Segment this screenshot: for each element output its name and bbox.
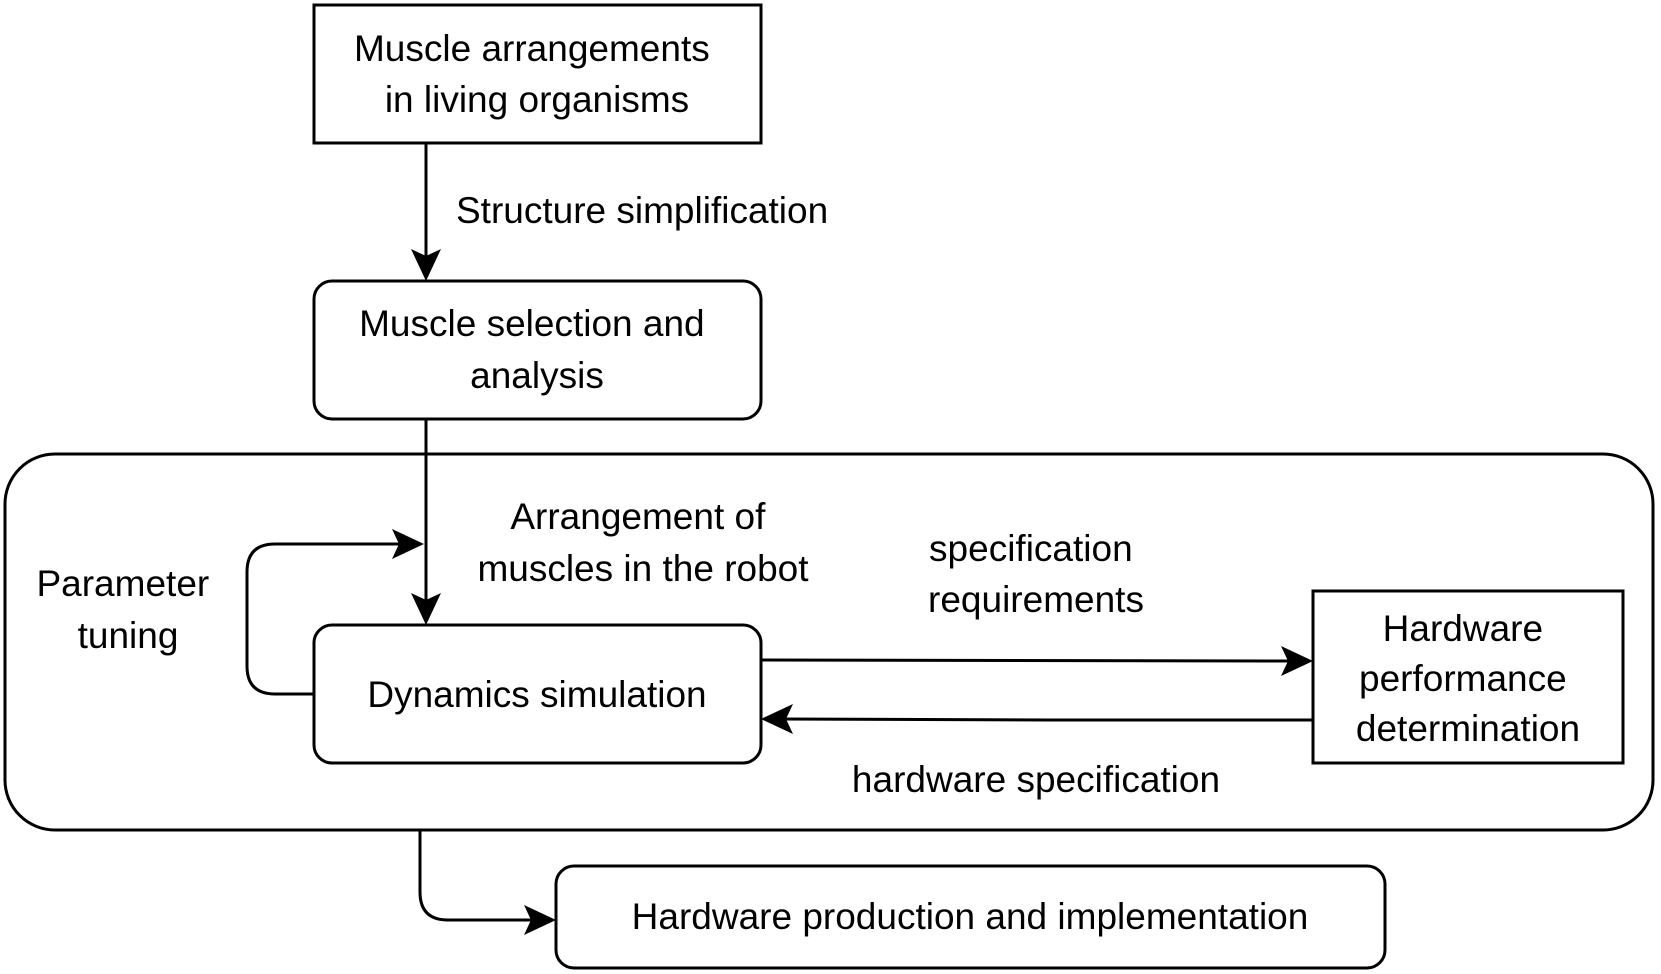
node-hardware-production: Hardware production and implementation xyxy=(554,864,1387,970)
node-dynamics-simulation-box xyxy=(312,623,763,765)
edge-hardware-specification-arrowhead xyxy=(761,704,793,734)
edge-specification-requirements-line xyxy=(760,658,1295,663)
edge-to-hardware-production xyxy=(418,830,556,935)
node-hardware-production-label: Hardware production and implementation xyxy=(632,896,1309,937)
node-muscle-selection: Muscle selection and analysis xyxy=(312,279,763,421)
edge-specification-requirements-line-2: requirements xyxy=(928,579,1144,620)
node-muscle-selection-box xyxy=(312,279,763,421)
node-muscle-arrangements-line-2: in living organisms xyxy=(385,79,689,120)
edge-arrangement-in-robot-line-1: Arrangement of xyxy=(510,496,766,537)
node-hardware-performance-line-3: determination xyxy=(1356,708,1580,749)
edge-parameter-tuning-line-1: Parameter xyxy=(36,563,209,604)
node-muscle-arrangements-label: Muscle arrangements in living organisms xyxy=(354,28,720,120)
node-hardware-performance-line-2: performance xyxy=(1359,658,1567,699)
edge-hardware-specification-label: hardware specification xyxy=(852,759,1220,800)
node-muscle-selection-line-1: Muscle selection and xyxy=(359,303,705,344)
edge-structure-simplification-label: Structure simplification xyxy=(456,190,828,231)
edge-structure-simplification: Structure simplification xyxy=(411,143,828,281)
node-hardware-performance: Hardware performance determination xyxy=(1311,589,1625,765)
node-hardware-performance-box xyxy=(1311,589,1625,765)
edge-specification-requirements-arrowhead xyxy=(1281,646,1313,676)
node-dynamics-simulation-label: Dynamics simulation xyxy=(367,674,706,715)
edge-arrangement-in-robot-line-2: muscles in the robot xyxy=(477,548,809,589)
node-muscle-arrangements: Muscle arrangements in living organisms xyxy=(312,3,763,145)
edge-structure-simplification-arrowhead xyxy=(411,249,441,281)
edge-parameter-tuning-line-2: tuning xyxy=(78,615,179,656)
node-muscle-selection-label: Muscle selection and analysis xyxy=(359,303,715,396)
robot-design-loop-container xyxy=(3,452,1655,832)
edge-parameter-tuning-line xyxy=(245,542,404,696)
node-hardware-production-box xyxy=(554,864,1387,970)
node-muscle-arrangements-box xyxy=(312,3,763,145)
node-hardware-performance-line-1: Hardware xyxy=(1383,608,1543,649)
edge-specification-requirements: specification requirements xyxy=(760,528,1313,676)
node-hardware-performance-label: Hardware performance determination xyxy=(1356,608,1580,749)
edge-parameter-tuning-arrowhead xyxy=(392,529,424,559)
edge-parameter-tuning: Parameter tuning xyxy=(36,529,424,696)
edge-specification-requirements-line-1: specification xyxy=(929,528,1133,569)
edge-hardware-specification-line-1: hardware specification xyxy=(852,759,1220,800)
edge-to-hardware-production-arrowhead xyxy=(524,905,556,935)
edge-arrangement-in-robot-arrowhead xyxy=(411,593,441,625)
edge-structure-simplification-line-1: Structure simplification xyxy=(456,190,828,231)
edge-arrangement-in-robot-label: Arrangement of muscles in the robot xyxy=(477,496,809,589)
node-hardware-production-line-1: Hardware production and implementation xyxy=(632,896,1309,937)
node-dynamics-simulation: Dynamics simulation xyxy=(312,623,763,765)
edge-hardware-specification: hardware specification xyxy=(761,704,1313,800)
node-muscle-arrangements-line-1: Muscle arrangements xyxy=(354,28,710,69)
edge-parameter-tuning-label: Parameter tuning xyxy=(36,563,219,656)
edge-specification-requirements-label: specification requirements xyxy=(928,528,1144,620)
edge-hardware-specification-line xyxy=(780,717,1313,722)
edge-arrangement-in-robot: Arrangement of muscles in the robot xyxy=(411,419,809,625)
node-dynamics-simulation-line-1: Dynamics simulation xyxy=(367,674,706,715)
node-muscle-selection-line-2: analysis xyxy=(470,355,604,396)
edge-to-hardware-production-line xyxy=(418,830,536,922)
